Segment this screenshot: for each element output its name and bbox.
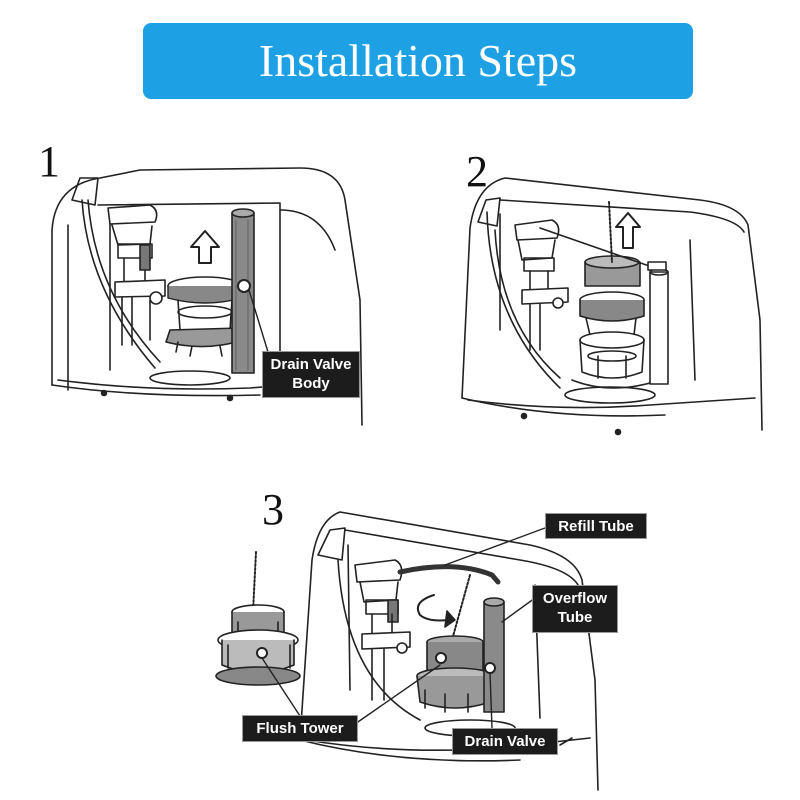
step-1-number: 1 — [38, 137, 60, 186]
step-2-illustration — [461, 177, 763, 436]
title-banner: Installation Steps — [143, 23, 693, 99]
callout-drain-valve: Drain Valve — [452, 728, 558, 755]
callout-drain-valve-label: Drain Valve — [464, 733, 546, 750]
callout-overflow-tube-line2: Tube — [557, 609, 593, 626]
page-title: Installation Steps — [258, 35, 578, 86]
step-3-number: 3 — [262, 485, 284, 534]
step-2-number: 2 — [466, 147, 488, 196]
callout-drain-valve-body: Drain Valve Body — [262, 351, 360, 398]
flush-tower-part — [215, 551, 301, 686]
callout-refill-tube: Refill Tube — [545, 513, 647, 539]
callout-flush-tower: Flush Tower — [242, 715, 358, 742]
callout-refill-tube-label: Refill Tube — [558, 518, 634, 535]
callout-drain-valve-body-line2: Body — [292, 375, 330, 392]
callout-flush-tower-label: Flush Tower — [256, 720, 344, 737]
callout-drain-valve-body-line1: Drain Valve — [270, 356, 352, 373]
callout-overflow-tube-line1: Overflow — [542, 590, 608, 607]
step-3-illustration — [215, 511, 599, 791]
step-1-illustration — [51, 167, 363, 426]
callout-overflow-tube: Overflow Tube — [532, 585, 618, 633]
